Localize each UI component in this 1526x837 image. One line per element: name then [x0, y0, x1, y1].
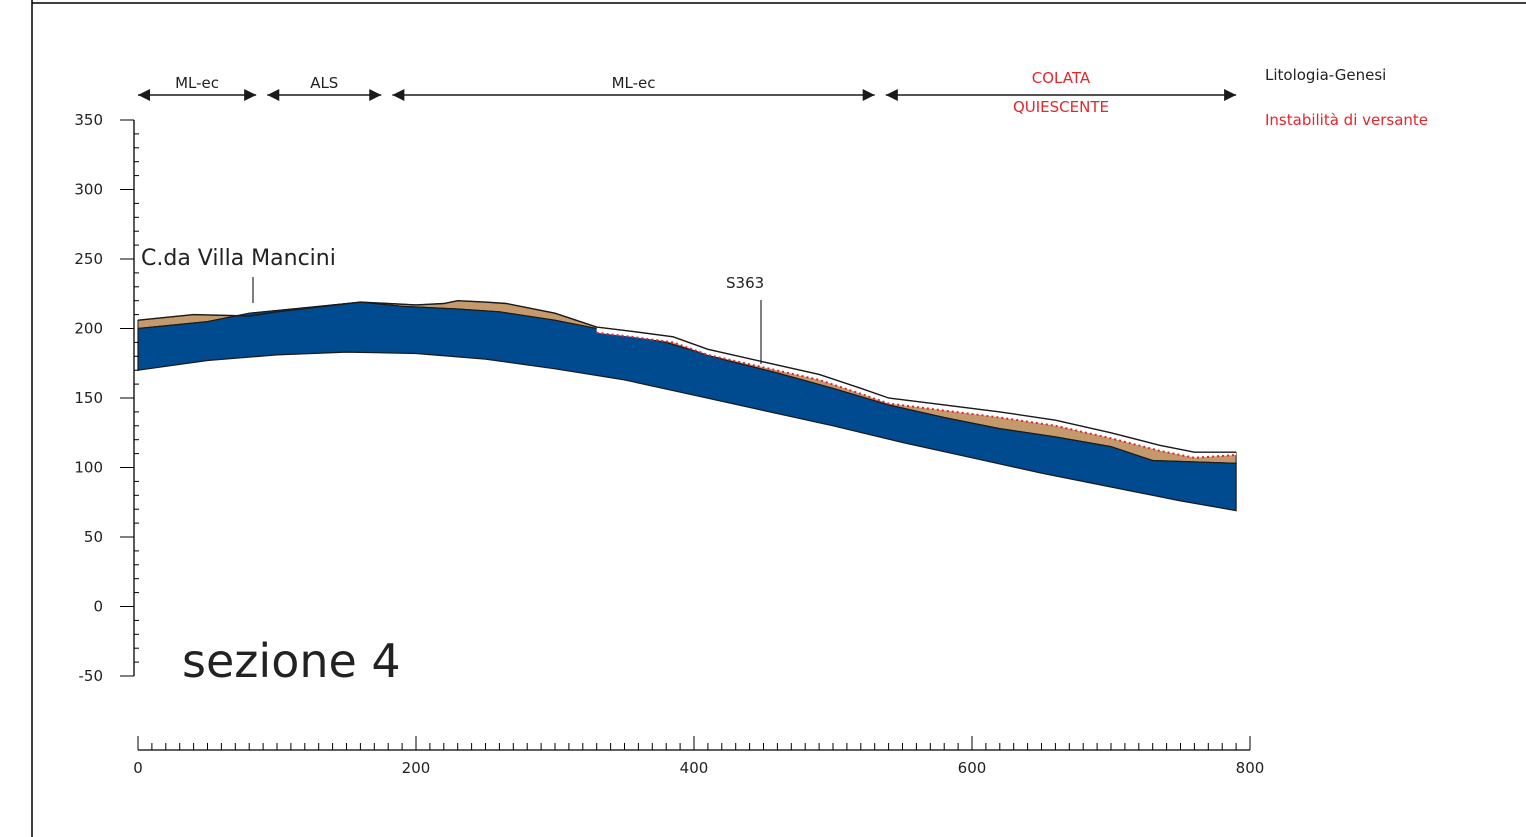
- zone-arrows: ML-ec ALS ML-ec COLATA QUIESCENTE: [138, 69, 1237, 116]
- zone-arrowhead-right: [244, 89, 257, 101]
- zone-arrowhead-right: [1224, 89, 1237, 101]
- zone-arrowhead-right: [369, 89, 382, 101]
- zone-label-line: COLATA: [1032, 69, 1091, 87]
- locality-label: C.da Villa Mancini: [141, 246, 336, 271]
- zone-label: ML-ec: [612, 74, 656, 92]
- zone-arrowhead-right: [862, 89, 875, 101]
- zone-2: ML-ec: [392, 74, 875, 101]
- x-axis: 0 200 400 600 800: [133, 736, 1264, 777]
- y-axis: 350 300 250 200 150 100 50 0 -50: [74, 111, 139, 685]
- x-tick-label: 0: [133, 759, 143, 777]
- y-tick-label: 100: [74, 459, 103, 477]
- zone-arrowhead-left: [885, 89, 898, 101]
- y-tick-label: 250: [74, 250, 103, 268]
- landslide-slip-surface: [596, 331, 1237, 459]
- y-tick-label: 200: [74, 320, 103, 338]
- zone-0: ML-ec: [138, 74, 257, 101]
- y-tick-label: 300: [74, 181, 103, 199]
- x-tick-label: 800: [1236, 759, 1265, 777]
- zone-label: ML-ec: [175, 74, 219, 92]
- legend-instability: Instabilità di versante: [1265, 111, 1428, 129]
- y-tick-label: 0: [93, 598, 103, 616]
- zone-3: COLATA QUIESCENTE: [885, 69, 1237, 116]
- y-tick-label: 350: [74, 111, 103, 129]
- zone-arrowhead-left: [138, 89, 150, 101]
- zone-label-line: QUIESCENTE: [1013, 98, 1109, 116]
- zone-arrowhead-left: [267, 89, 280, 101]
- zone-arrowhead-left: [392, 89, 405, 101]
- ground-surface-line: [137, 299, 1237, 453]
- profile-layers: [137, 299, 1237, 512]
- zone-1: ALS: [267, 74, 382, 101]
- legend-lithology: Litologia-Genesi: [1265, 66, 1386, 84]
- y-tick-label: 50: [84, 528, 103, 546]
- borehole-label: S363: [726, 274, 764, 292]
- bedrock-layer: [137, 301, 1237, 512]
- zone-label: ALS: [310, 74, 338, 92]
- x-tick-label: 600: [958, 759, 987, 777]
- x-tick-label: 400: [680, 759, 709, 777]
- x-tick-label: 200: [402, 759, 431, 777]
- y-tick-label: -50: [79, 667, 104, 685]
- section-title: sezione 4: [182, 634, 401, 688]
- y-tick-label: 150: [74, 389, 103, 407]
